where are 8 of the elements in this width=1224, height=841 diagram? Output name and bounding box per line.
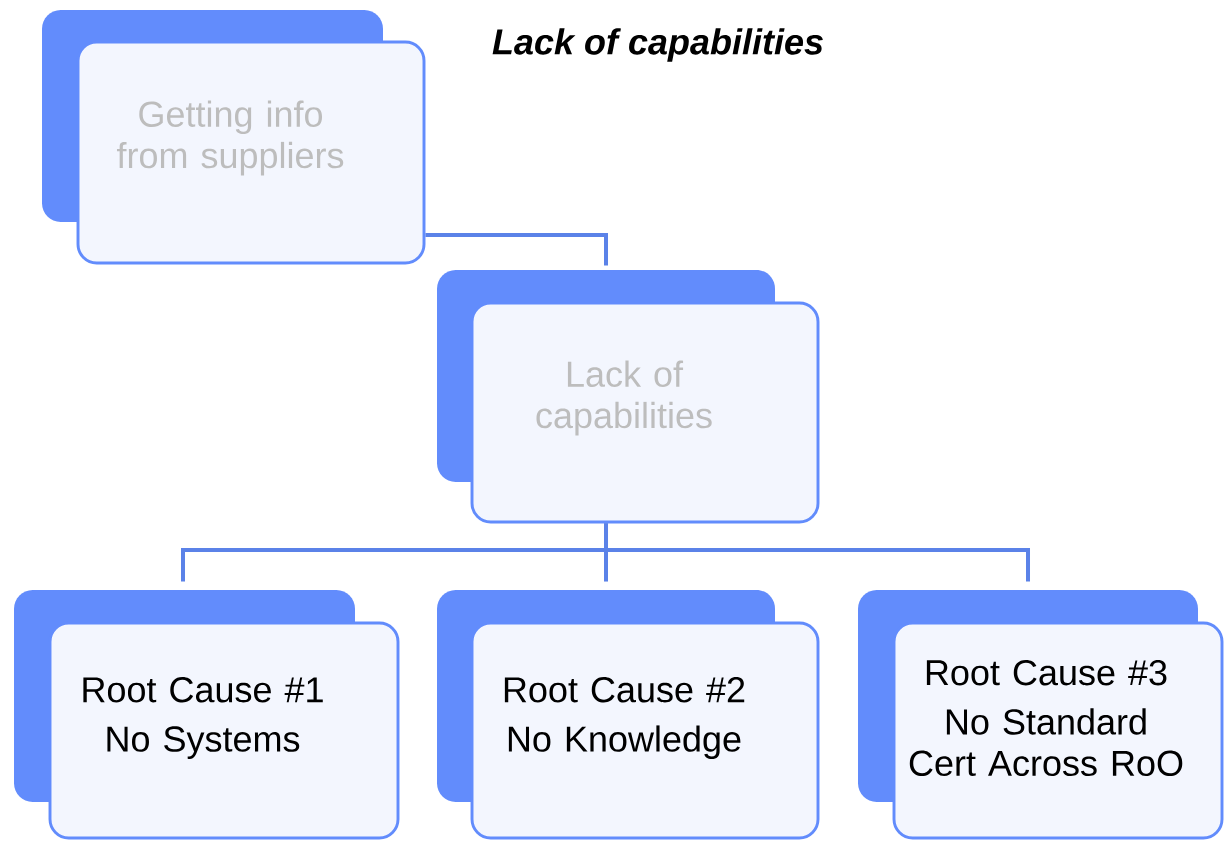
title: Lack of capabilities [492,28,823,62]
connector-line [604,523,1030,582]
process-box: Root Cause #3 No Standard Cert Across RoO [858,590,1224,840]
process-box: Lack of capabilities [437,270,820,524]
process-box: Root Cause #2 No Knowledge [437,590,820,840]
process-box: Getting info from suppliers [42,10,426,265]
process-box: Root Cause #1 No Systems [14,590,400,840]
connector-line [425,233,608,266]
